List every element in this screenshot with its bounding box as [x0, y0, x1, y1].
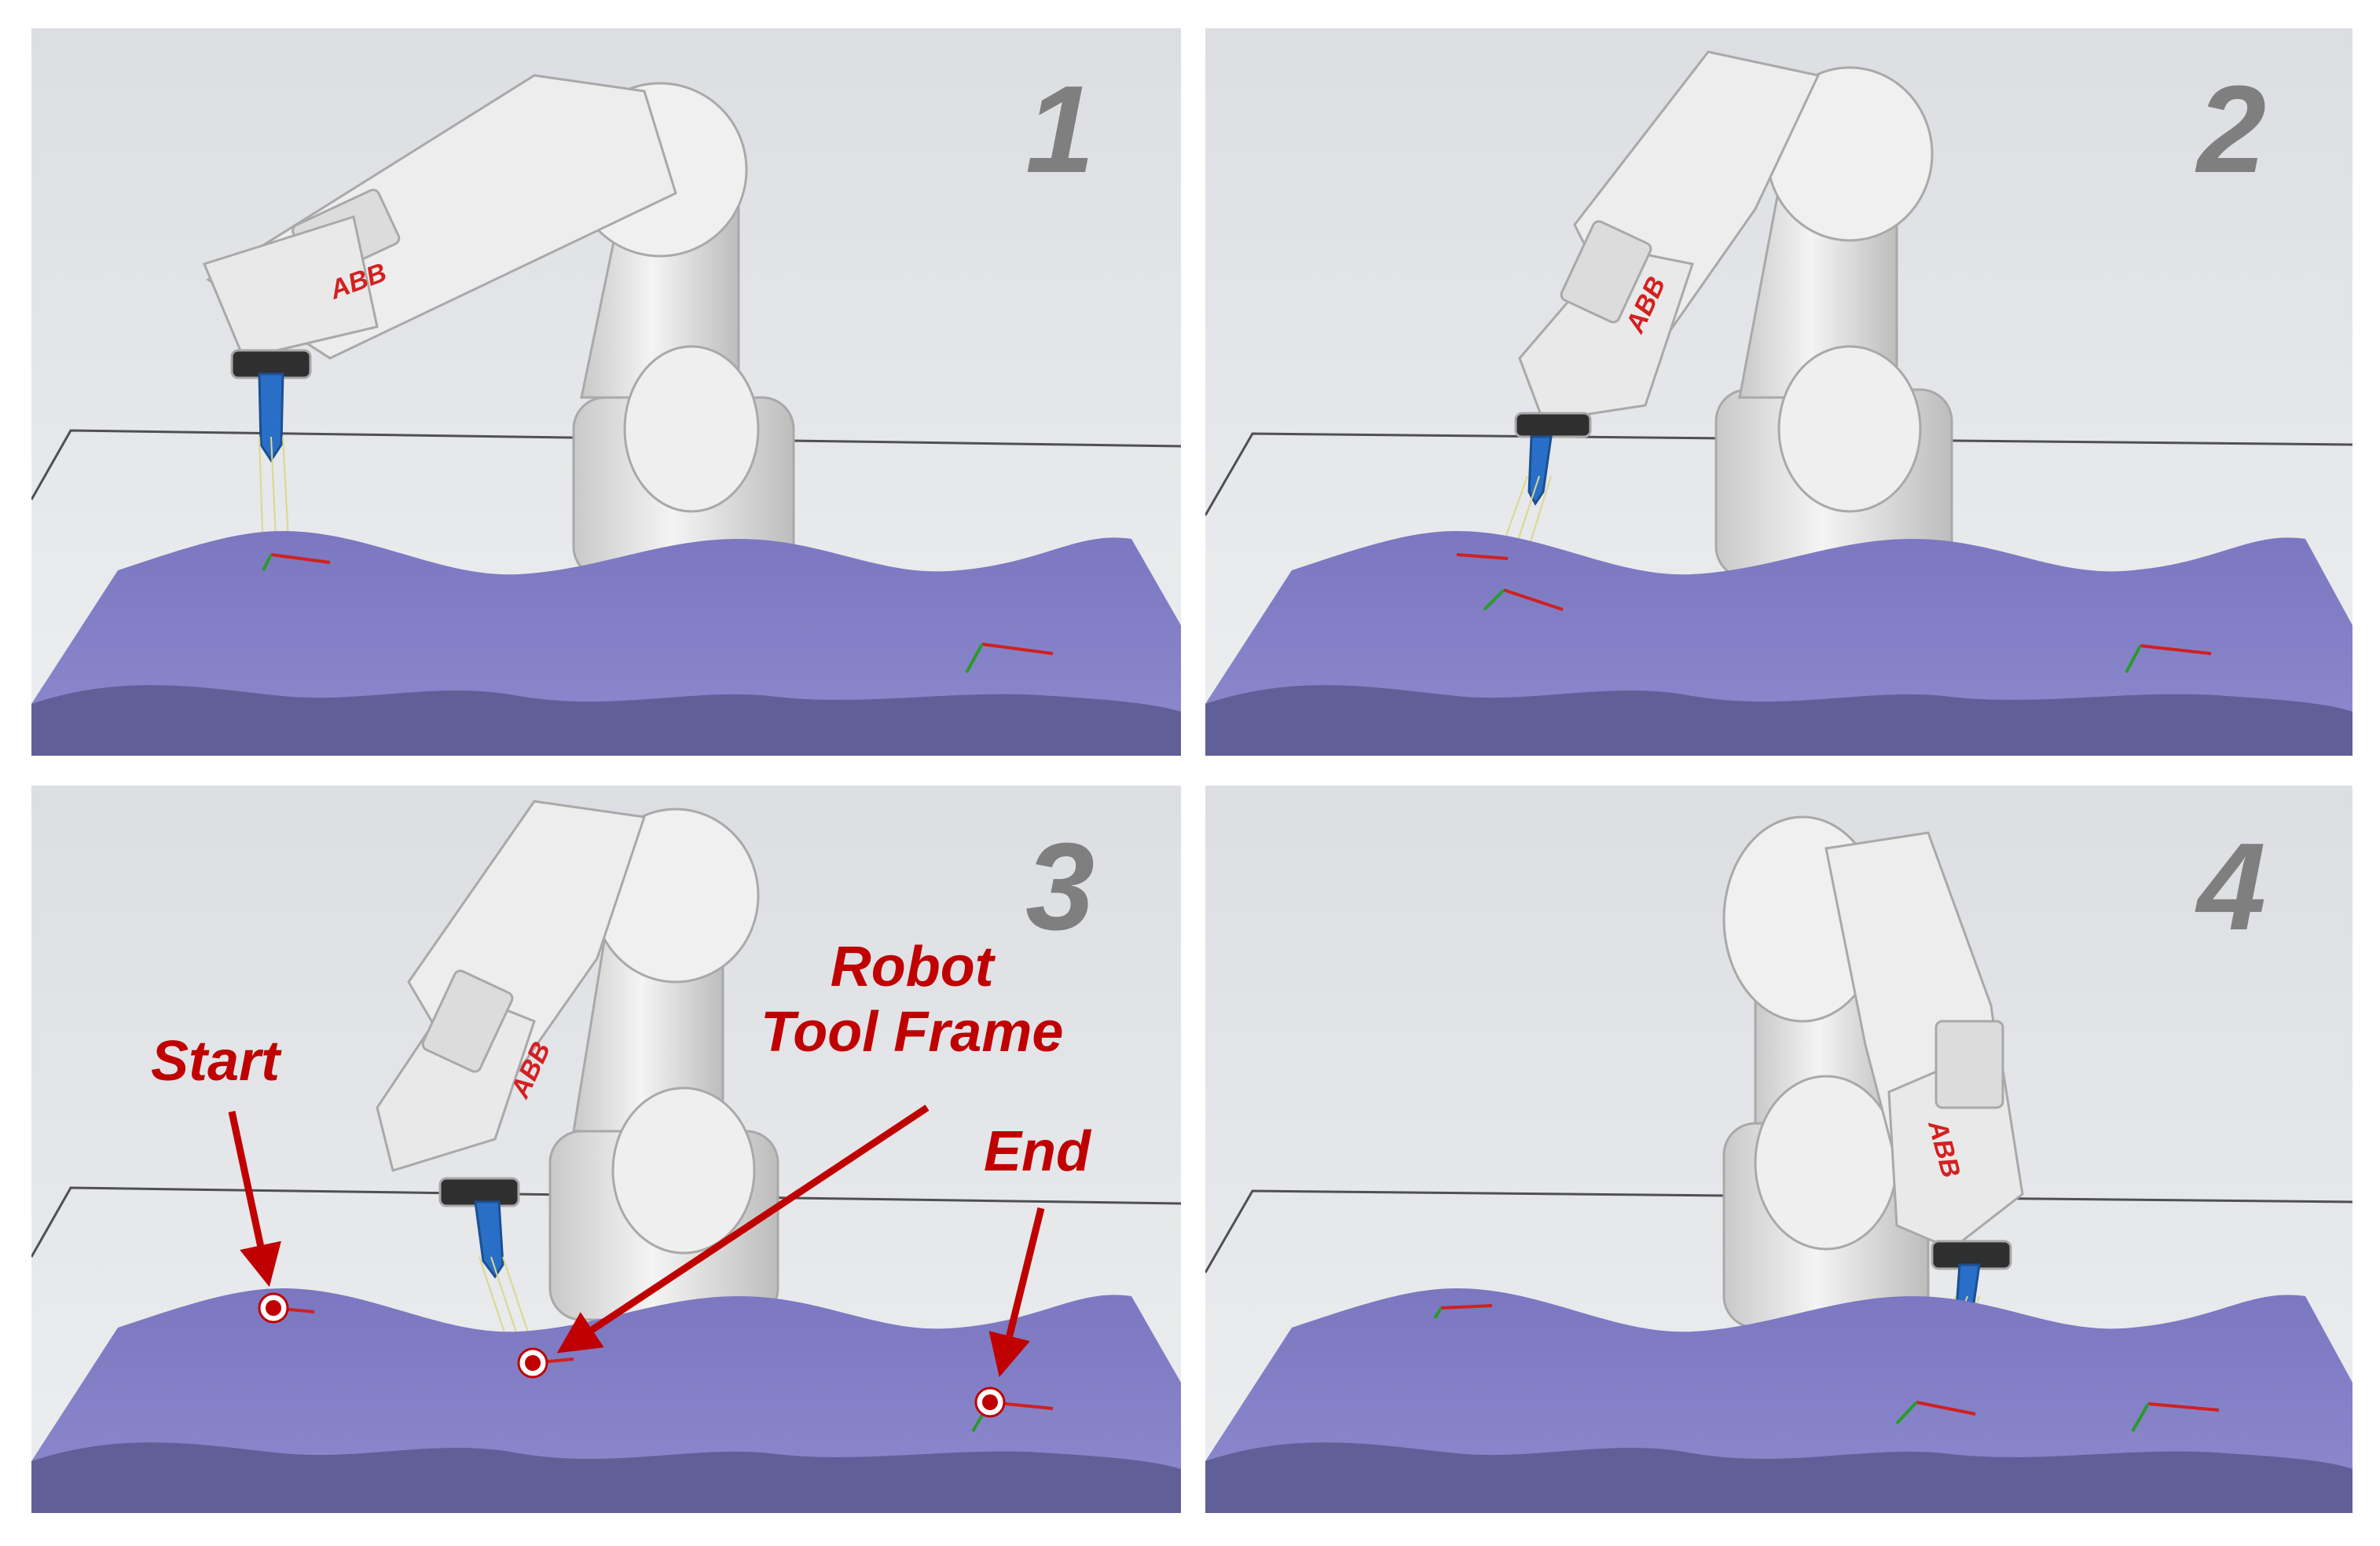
robot-arm [202, 74, 795, 580]
target-frame [1433, 1304, 2220, 1432]
panel-number-1: 1 [1025, 60, 1095, 199]
scene-2: ABB [1205, 28, 2352, 756]
scene-4: ABB [1205, 786, 2352, 1513]
surface-shadow [31, 1442, 1181, 1513]
table-edge-line [31, 429, 1181, 500]
panel-number-2: 2 [2197, 60, 2266, 199]
surface-shadow [1205, 685, 2352, 756]
surface-shadow [31, 685, 1181, 756]
robot-arm [1722, 815, 2024, 1334]
end-label: End [984, 1120, 1091, 1183]
tool-frame-label: Robot Tool Frame [761, 935, 1063, 1065]
target-frame [1456, 553, 2212, 673]
target-frame [262, 553, 1054, 673]
simulation-panel-1: ABB 1 [31, 28, 1181, 756]
scene-1: ABB [31, 28, 1181, 756]
panel-number-4: 4 [2197, 818, 2266, 956]
tool-frame-label-line2: Tool Frame [761, 1000, 1064, 1064]
simulation-panel-2: ABB 2 [1205, 28, 2352, 756]
simulation-panel-4: ABB 4 [1205, 786, 2352, 1513]
table-edge-line [1205, 432, 2352, 516]
tool-frame-label-line1: Robot [830, 936, 994, 998]
surface-shadow [1205, 1442, 2352, 1513]
start-label: Start [151, 1030, 281, 1093]
end-point-marker [974, 1387, 1006, 1418]
robot-arm [1514, 50, 1953, 580]
start-point-marker [258, 1292, 289, 1324]
tool-frame-marker [517, 1347, 548, 1379]
panel-number-3: 3 [1025, 818, 1095, 956]
